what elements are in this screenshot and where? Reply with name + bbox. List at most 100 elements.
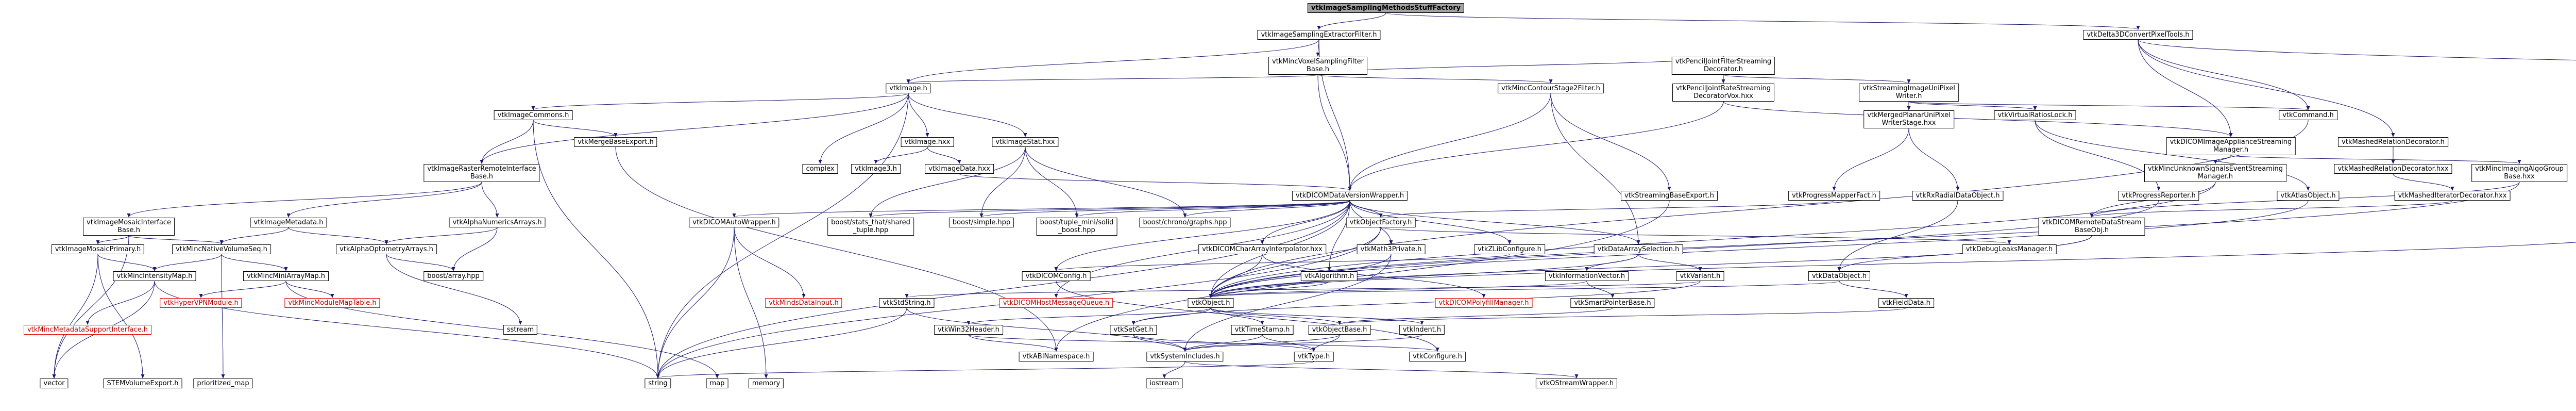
graph-node[interactable]: vtkMincMetadataSupportInterface.h	[23, 325, 152, 335]
graph-node[interactable]: vtkProgressMapperFact.h	[1788, 191, 1880, 201]
graph-node-label: vtkMincMetadataSupportInterface.h	[27, 326, 148, 334]
graph-node[interactable]: vtkTimeStamp.h	[1231, 325, 1294, 335]
graph-node[interactable]: vtkImage3.h	[851, 164, 901, 174]
graph-edge	[1209, 281, 1330, 298]
graph-edge	[152, 254, 222, 271]
graph-node[interactable]: string	[645, 379, 671, 389]
graph-node[interactable]: vector	[40, 379, 69, 389]
graph-node[interactable]: vtkDelta3DConvertPixelTools.h	[2083, 30, 2193, 40]
graph-node[interactable]: vtkImage.h	[886, 84, 931, 94]
graph-node[interactable]: vtkHyperVPNModule.h	[160, 298, 242, 308]
graph-node-label: vtkStdString.h	[883, 299, 931, 307]
graph-node[interactable]: iostream	[1146, 379, 1183, 389]
graph-node[interactable]: boost/simple.hpp	[948, 218, 1014, 228]
graph-edge	[869, 146, 1026, 218]
graph-node[interactable]: vtkVariant.h	[1676, 271, 1724, 282]
graph-node[interactable]: vtkFieldData.h	[1878, 298, 1934, 308]
graph-edge	[1908, 128, 1960, 191]
graph-node[interactable]: vtkMincIntensityMap.h	[113, 271, 196, 282]
graph-node[interactable]: vtkDebugLeaksManager.h	[1962, 244, 2057, 255]
graph-node[interactable]: boost/tuple_mini/solid_boost.hpp	[1036, 218, 1117, 236]
graph-node[interactable]: vtkStdString.h	[879, 298, 935, 308]
graph-node[interactable]: vtkMincModuleMapTable.h	[284, 298, 380, 308]
graph-node[interactable]: vtkDICOMAutoWrapper.h	[689, 218, 779, 228]
graph-node[interactable]: prioritized_map	[193, 379, 253, 389]
graph-node[interactable]: vtkConfigure.h	[1409, 352, 1466, 362]
graph-node[interactable]: boost/chrono/graphs.hpp	[1139, 218, 1231, 228]
graph-edge	[615, 146, 1058, 352]
graph-node[interactable]: vtkMincContourStage2Filter.h	[1498, 84, 1604, 94]
graph-node[interactable]: vtkRxRadialDataObject.h	[1912, 191, 2004, 201]
graph-node[interactable]: vtkDICOMPolyfillManager.h	[1435, 298, 1533, 308]
graph-node[interactable]: vtkImageData.hxx	[925, 164, 994, 174]
graph-node[interactable]: vtkMath3Private.h	[1357, 244, 1426, 255]
graph-node[interactable]: vtkMashedRelationDecorator.h	[2338, 137, 2448, 147]
graph-node[interactable]: vtkObjectFactory.h	[1346, 218, 1416, 228]
graph-node[interactable]: vtkAlphaNumericsArrays.h	[449, 218, 546, 228]
graph-node-label: map	[709, 380, 725, 387]
graph-node[interactable]: vtkDICOMDataVersionWrapper.h	[1292, 191, 1408, 201]
graph-edge	[967, 307, 1211, 325]
graph-node[interactable]: vtkImageCommons.h	[494, 110, 573, 121]
graph-node[interactable]: vtkInformationVector.h	[1545, 271, 1629, 282]
graph-node-label: vtkInformationVector.h	[1548, 272, 1625, 280]
graph-node[interactable]: complex	[802, 164, 838, 174]
graph-node[interactable]: vtkAlgorithm.h	[1300, 271, 1358, 282]
graph-edge	[1550, 93, 1671, 191]
graph-node[interactable]: sstream	[503, 325, 538, 335]
graph-edge	[734, 227, 806, 298]
graph-node[interactable]: vtkDICOMCharArrayInterpolator.hxx	[1198, 244, 1326, 255]
graph-node[interactable]: vtkAlphaOptometryArrays.h	[336, 244, 437, 255]
graph-node[interactable]: vtkMincMiniArrayMap.h	[243, 271, 329, 282]
graph-node[interactable]: vtkStreamingBaseExport.h	[1620, 191, 1718, 201]
graph-node[interactable]: vtkDICOMHostMessageQueue.h	[999, 298, 1113, 308]
graph-node[interactable]: memory	[748, 379, 784, 389]
graph-node[interactable]: vtkType.h	[1294, 352, 1334, 362]
graph-node[interactable]: boost/array.hpp	[423, 271, 483, 282]
graph-node[interactable]: vtkObject.h	[1188, 298, 1234, 308]
graph-root-node: vtkImageSamplingMethodsStuffFactory	[1307, 3, 1465, 13]
graph-node[interactable]: vtkIndent.h	[1399, 325, 1445, 335]
graph-node[interactable]: vtkImage.hxx	[901, 137, 954, 147]
graph-node[interactable]: map	[706, 379, 728, 389]
graph-node[interactable]: STEMVolumeExport.h	[103, 379, 182, 389]
graph-node[interactable]: vtkVirtualRatiosLock.h	[1994, 110, 2076, 121]
graph-node[interactable]: vtkImageMetadata.h	[250, 218, 327, 228]
graph-node[interactable]: vtkMashedRelationDecorator.hxx	[2334, 164, 2452, 174]
graph-node[interactable]: vtkImageSamplingExtractorFilter.h	[1257, 30, 1381, 40]
graph-node[interactable]: boost/stats_that/shared_tuple.hpp	[827, 218, 914, 236]
graph-node[interactable]: vtkImageStat.hxx	[992, 137, 1059, 147]
graph-node[interactable]: vtkDataArraySelection.h	[1594, 244, 1683, 255]
graph-node[interactable]: vtkABINamespace.h	[1019, 352, 1094, 362]
graph-node[interactable]: vtkDataObject.h	[1808, 271, 1871, 282]
graph-node[interactable]: vtkOStreamWrapper.h	[1535, 379, 1618, 389]
graph-node[interactable]: vtkWin32Header.h	[934, 325, 1003, 335]
graph-node[interactable]: vtkZLibConfigure.h	[1474, 244, 1545, 255]
graph-node[interactable]: vtkMindsDataInput.h	[765, 298, 842, 308]
graph-node[interactable]: vtkSystemIncludes.h	[1146, 352, 1224, 362]
graph-node[interactable]: vtkImageMosaicPrimary.h	[51, 244, 145, 255]
graph-node[interactable]: vtkObjectBase.h	[1308, 325, 1371, 335]
graph-node[interactable]: vtkDICOMConfig.h	[1022, 271, 1091, 282]
graph-node[interactable]: vtkProgressReporter.h	[2118, 191, 2199, 201]
graph-node[interactable]: vtkSetGet.h	[1110, 325, 1157, 335]
graph-node[interactable]: vtkMashedIteratorDecorator.hxx	[2394, 191, 2511, 201]
graph-node[interactable]: vtkMincNativeVolumeSeq.h	[172, 244, 271, 255]
graph-node[interactable]: vtkSmartPointerBase.h	[1570, 298, 1655, 308]
graph-node-label: vtkDelta3DConvertPixelTools.h	[2087, 31, 2190, 39]
graph-node[interactable]: vtkMergeBaseExport.h	[574, 137, 657, 147]
graph-node[interactable]: vtkCommand.h	[2279, 110, 2337, 121]
graph-node[interactable]: vtkAtlasObject.h	[2277, 191, 2340, 201]
graph-node-label: vtkMincUnknownSignalsEventStreaming	[2148, 165, 2283, 173]
